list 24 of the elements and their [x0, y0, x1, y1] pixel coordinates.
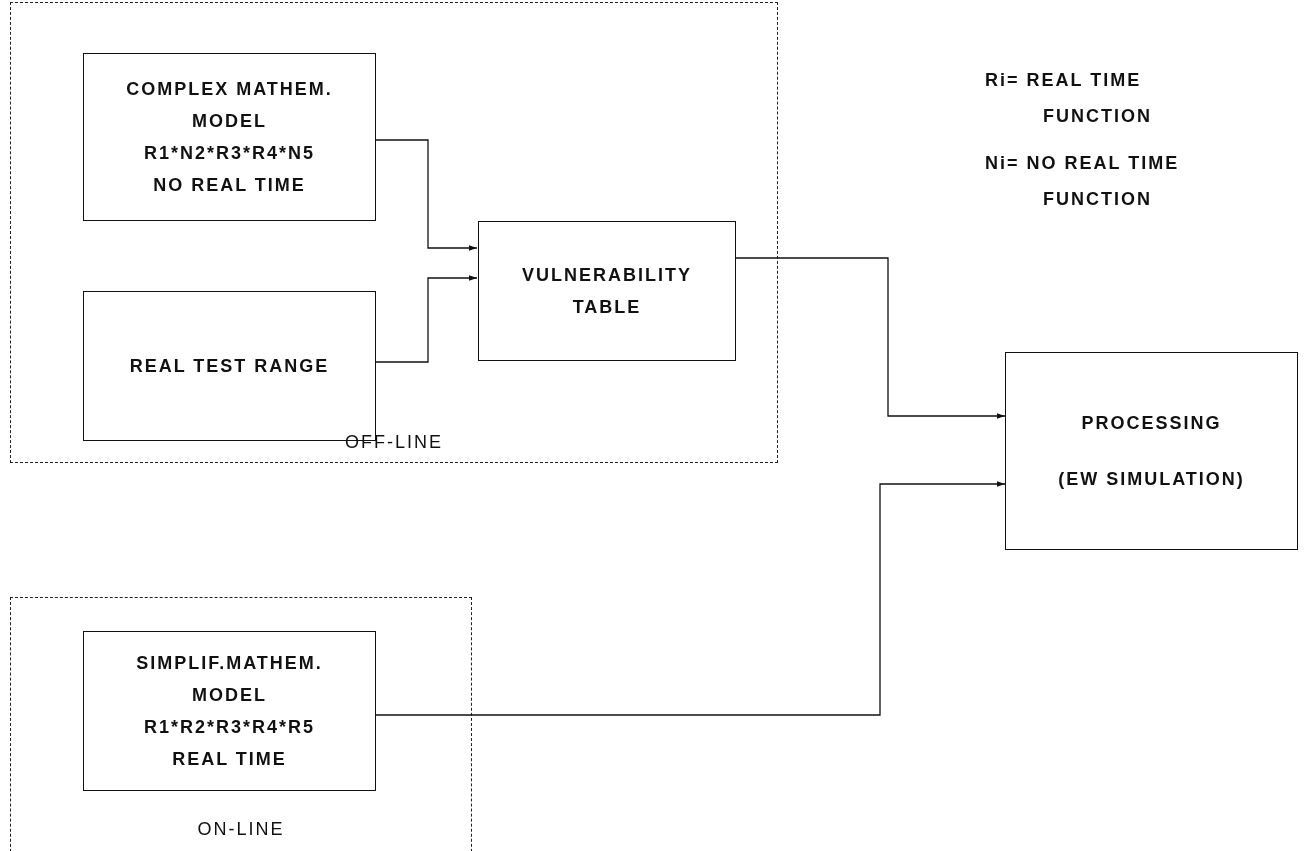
- connector-arrow: [374, 139, 478, 251]
- dashed-group-frame: [10, 597, 472, 851]
- process-box: [83, 631, 376, 791]
- dashed-group-frame: [10, 2, 778, 463]
- process-box: [83, 53, 376, 221]
- box-text: REAL TIME: [172, 748, 287, 771]
- connector-arrow: [374, 275, 478, 363]
- connector-arrow: [374, 481, 1006, 716]
- box-text: REAL TEST RANGE: [129, 355, 330, 378]
- box-text: NO REAL TIME: [153, 174, 306, 197]
- box-text: (EW SIMULATION): [1058, 468, 1245, 491]
- box-text: COMPLEX MATHEM. MODEL: [125, 78, 334, 133]
- box-text: R1*R2*R3*R4*R5: [143, 716, 316, 739]
- legend-note: Ri= REAL TIME FUNCTION: [985, 69, 1153, 128]
- process-box: [478, 221, 736, 361]
- legend-note: Ni= NO REAL TIME FUNCTION: [985, 152, 1181, 211]
- box-text: PROCESSING: [1081, 412, 1222, 435]
- connector-arrow: [734, 257, 1006, 419]
- group-label: ON-LINE: [196, 818, 286, 841]
- box-text: R1*N2*R3*R4*N5: [143, 142, 316, 165]
- box-text: SIMPLIF.MATHEM. MODEL: [135, 652, 324, 707]
- box-text: VULNERABILITY TABLE: [521, 264, 693, 319]
- group-label: OFF-LINE: [344, 431, 444, 454]
- process-box: [1005, 352, 1298, 550]
